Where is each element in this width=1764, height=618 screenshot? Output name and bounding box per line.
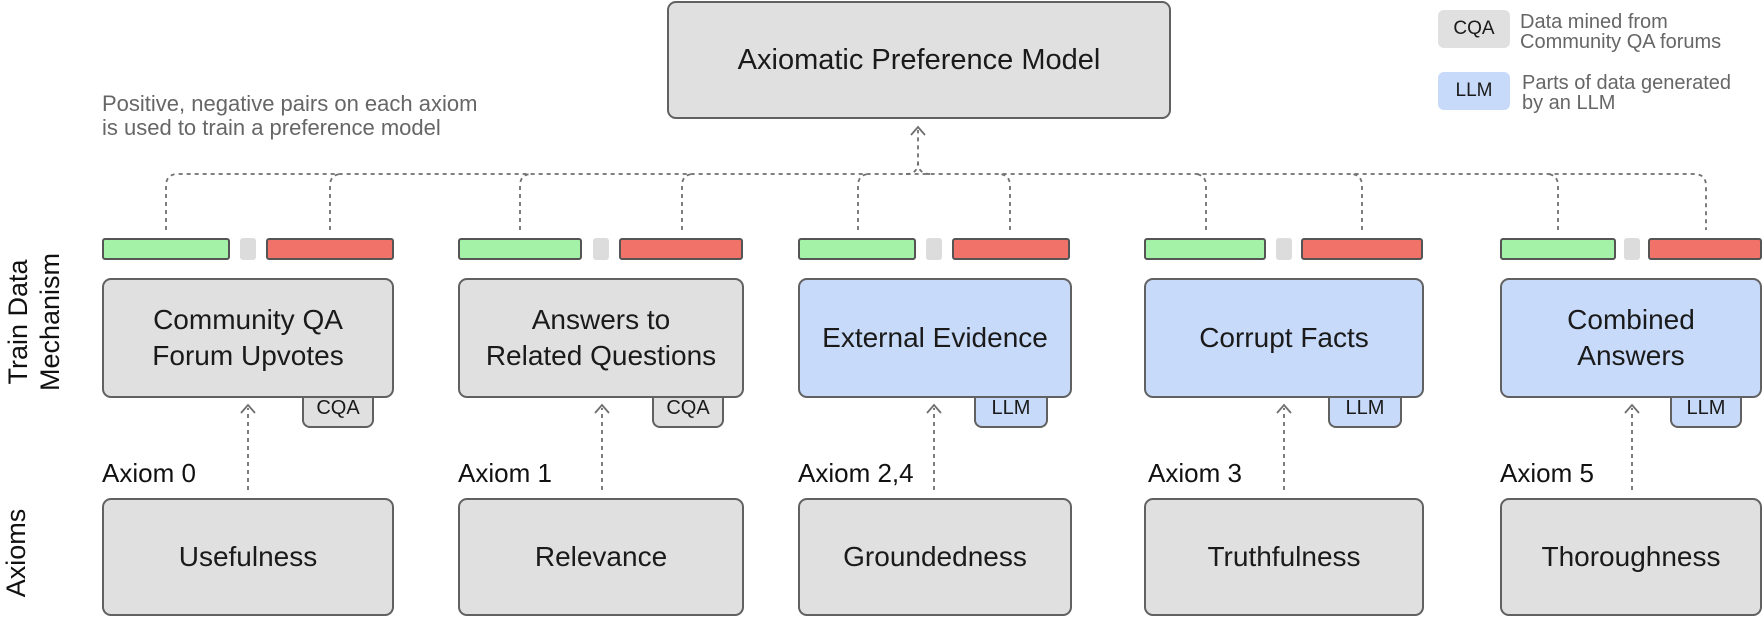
legend-chip-llm: LLM	[1438, 72, 1510, 110]
pair-separator	[240, 238, 256, 260]
mechanism-box-1: Answers to Related Questions	[458, 278, 744, 398]
axiom-box-thoroughness: Thoroughness	[1500, 498, 1762, 616]
bus-drop	[1193, 173, 1207, 230]
mechanism-line: External Evidence	[822, 322, 1048, 353]
mechanism-line: Community QA	[153, 304, 343, 335]
mechanism-line: Answers to	[531, 304, 671, 335]
mechanism-line: Related Questions	[485, 340, 717, 371]
bus-to-model	[905, 130, 919, 175]
bus-drop	[681, 173, 695, 230]
bus-drop	[997, 173, 1011, 230]
negative-bar	[619, 238, 743, 260]
axiom-label-2: Axiom 2,4	[798, 458, 914, 488]
axiom-label-1: Axiom 1	[458, 458, 552, 488]
pair-separator	[1624, 238, 1640, 260]
pair-separator	[926, 238, 942, 260]
negative-bar	[952, 238, 1070, 260]
arrowhead-icon	[594, 403, 610, 414]
mechanism-box-3: Corrupt Facts	[1144, 278, 1424, 398]
mechanism-box-2: External Evidence	[798, 278, 1072, 398]
positive-bar	[1144, 238, 1266, 260]
caption-line-2: is used to train a preference model	[102, 115, 441, 140]
pair-separator	[1276, 238, 1292, 260]
row-label-axioms: Axioms	[1, 508, 31, 598]
negative-bar	[1648, 238, 1762, 260]
legend-text-llm-2: by an LLM	[1522, 92, 1616, 114]
bus-line	[165, 173, 1707, 230]
axiom-label-0: Axiom 0	[102, 458, 196, 488]
axiom-box-relevance: Relevance	[458, 498, 744, 616]
legend-chip-cqa: CQA	[1438, 10, 1510, 48]
pair-separator	[593, 238, 609, 260]
axiom-box-groundedness: Groundedness	[798, 498, 1072, 616]
positive-bar	[458, 238, 582, 260]
bus-drop	[1349, 173, 1363, 230]
preference-model-box: Axiomatic Preference Model	[667, 1, 1171, 119]
axiom-box-truthfulness: Truthfulness	[1144, 498, 1424, 616]
positive-bar	[1500, 238, 1616, 260]
bus-drop	[519, 173, 533, 230]
arrowhead-icon	[1276, 403, 1292, 414]
row-label-train-line-1: Train Data	[3, 259, 33, 385]
bus-to-model	[917, 161, 931, 175]
mechanism-line: Combined	[1567, 304, 1695, 335]
axiom-label-4: Axiom 5	[1500, 458, 1594, 488]
arrowhead-icon	[910, 125, 926, 136]
legend-text-cqa-1: Data mined from	[1520, 11, 1668, 33]
positive-bar	[102, 238, 230, 260]
arrowhead-icon	[926, 403, 942, 414]
legend-text-llm-1: Parts of data generated	[1522, 72, 1732, 94]
row-label-train-line-2: Mechanism	[35, 252, 65, 392]
bus-drop	[329, 173, 343, 230]
positive-bar	[798, 238, 916, 260]
row-label-train-data: Train Data Mechanism	[2, 242, 66, 402]
axiom-label-3: Axiom 3	[1148, 458, 1242, 488]
mechanism-line: Answers	[1577, 340, 1685, 371]
arrowhead-icon	[240, 403, 256, 414]
axiom-box-usefulness: Usefulness	[102, 498, 394, 616]
caption-line-1: Positive, negative pairs on each axiom	[102, 91, 478, 116]
mechanism-box-4: Combined Answers	[1500, 278, 1762, 398]
arrowhead-icon	[1624, 403, 1640, 414]
negative-bar	[1301, 238, 1423, 260]
legend-text-cqa-2: Community QA forums	[1520, 31, 1722, 53]
mechanism-line: Forum Upvotes	[152, 340, 344, 371]
bus-drop	[857, 173, 871, 230]
negative-bar	[266, 238, 394, 260]
mechanism-line: Corrupt Facts	[1199, 322, 1369, 353]
bus-drop	[1545, 173, 1559, 230]
mechanism-box-0: Community QA Forum Upvotes	[102, 278, 394, 398]
